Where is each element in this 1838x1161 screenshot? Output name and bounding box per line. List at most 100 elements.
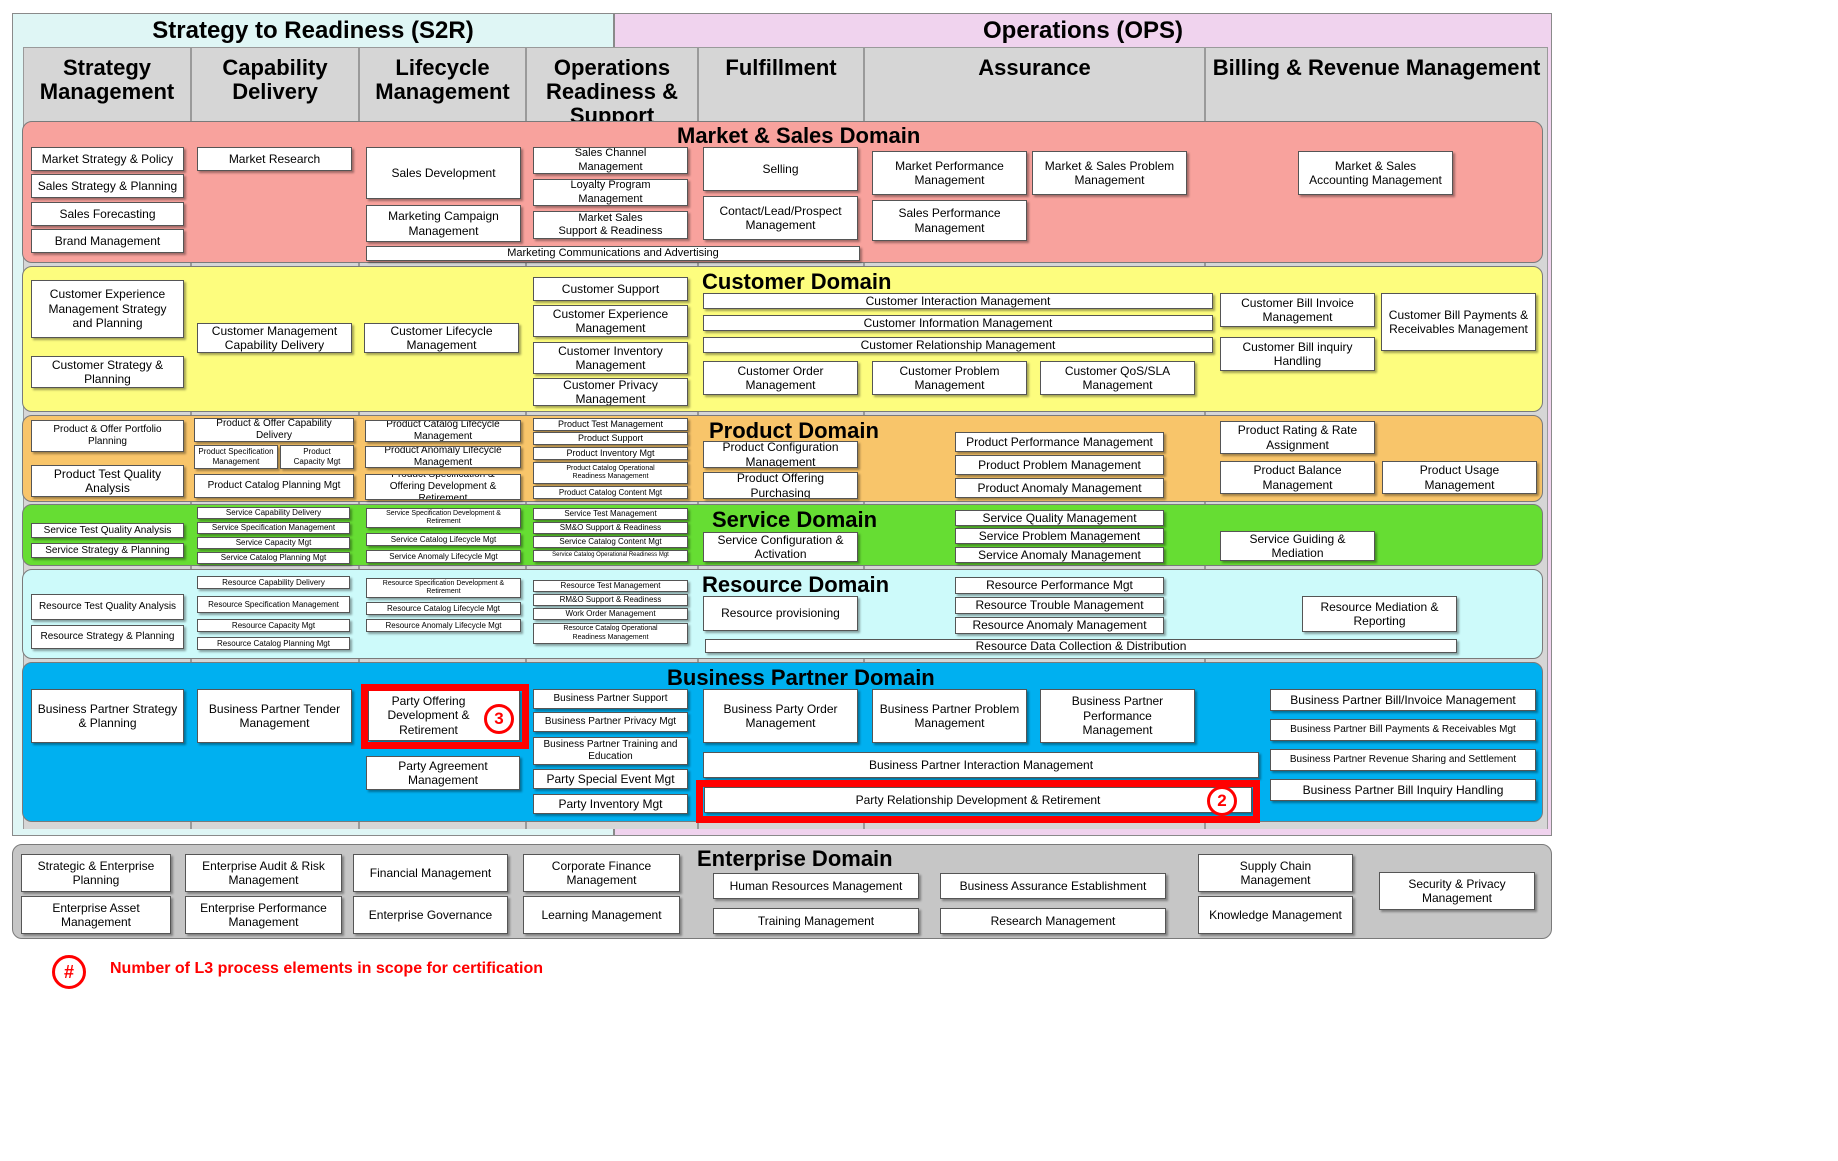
- product-offer-capability-delivery[interactable]: Product & Offer Capability Delivery: [194, 418, 354, 442]
- product-capacity-mgt[interactable]: Product Capacity Mgt: [280, 445, 354, 469]
- sales-forecasting[interactable]: Sales Forecasting: [31, 202, 184, 226]
- service-specification-development-retirement[interactable]: Service Specification Development & Reti…: [366, 508, 521, 528]
- business-partner-bill-inquiry-handling[interactable]: Business Partner Bill Inquiry Handling: [1270, 779, 1536, 801]
- customer-bill-inquiry-handling[interactable]: Customer Bill inquiry Handling: [1220, 337, 1375, 371]
- service-capacity-mgt[interactable]: Service Capacity Mgt: [197, 537, 350, 549]
- resource-performance-mgt[interactable]: Resource Performance Mgt: [955, 577, 1164, 594]
- resource-anomaly-management[interactable]: Resource Anomaly Management: [955, 617, 1164, 634]
- resource-test-management[interactable]: Resource Test Management: [533, 580, 688, 592]
- customer-support[interactable]: Customer Support: [533, 277, 688, 301]
- service-catalog-operational-readiness[interactable]: Service Catalog Operational Readiness Mg…: [533, 550, 688, 562]
- financial-management[interactable]: Financial Management: [353, 854, 508, 892]
- customer-interaction-management[interactable]: Customer Interaction Management: [703, 293, 1213, 309]
- sales-performance-management[interactable]: Sales Performance Management: [872, 200, 1027, 241]
- market-sales-accounting-management[interactable]: Market & Sales Accounting Management: [1298, 151, 1453, 195]
- product-offer-portfolio-planning[interactable]: Product & Offer Portfolio Planning: [31, 420, 184, 452]
- resource-catalog-operational-readiness[interactable]: Resource Catalog Operational Readiness M…: [533, 623, 688, 644]
- business-partner-support[interactable]: Business Partner Support: [533, 689, 688, 709]
- service-catalog-planning-mgt[interactable]: Service Catalog Planning Mgt: [197, 552, 350, 564]
- service-anomaly-lifecycle-mgt[interactable]: Service Anomaly Lifecycle Mgt: [366, 550, 521, 563]
- product-rating-rate-assignment[interactable]: Product Rating & Rate Assignment: [1220, 421, 1375, 454]
- marketing-communications-advertising[interactable]: Marketing Communications and Advertising: [366, 246, 860, 261]
- corporate-finance-management[interactable]: Corporate Finance Management: [523, 854, 680, 892]
- customer-information-management[interactable]: Customer Information Management: [703, 315, 1213, 331]
- party-inventory-mgt[interactable]: Party Inventory Mgt: [533, 794, 688, 814]
- service-guiding-mediation[interactable]: Service Guiding & Mediation: [1220, 531, 1375, 561]
- service-strategy-planning[interactable]: Service Strategy & Planning: [31, 543, 184, 558]
- product-problem-management[interactable]: Product Problem Management: [955, 455, 1164, 475]
- customer-privacy-management[interactable]: Customer Privacy Management: [533, 378, 688, 406]
- business-party-order-management[interactable]: Business Party Order Management: [703, 689, 858, 743]
- product-catalog-operational-readiness[interactable]: Product Catalog Operational Readiness Ma…: [533, 462, 688, 484]
- enterprise-governance[interactable]: Enterprise Governance: [353, 896, 508, 934]
- resource-specification-development-retirement[interactable]: Resource Specification Development & Ret…: [366, 578, 521, 598]
- resource-catalog-planning-mgt[interactable]: Resource Catalog Planning Mgt: [197, 637, 350, 650]
- resource-specification-management[interactable]: Resource Specification Management: [197, 596, 350, 613]
- service-anomaly-management[interactable]: Service Anomaly Management: [955, 547, 1164, 563]
- customer-management-capability-delivery[interactable]: Customer Management Capability Delivery: [197, 323, 352, 353]
- business-partner-tender-management[interactable]: Business Partner Tender Management: [197, 689, 352, 743]
- product-usage-management[interactable]: Product Usage Management: [1382, 461, 1537, 494]
- customer-relationship-management[interactable]: Customer Relationship Management: [703, 337, 1213, 353]
- brand-management[interactable]: Brand Management: [31, 229, 184, 253]
- knowledge-management[interactable]: Knowledge Management: [1198, 896, 1353, 934]
- product-test-management[interactable]: Product Test Management: [533, 418, 688, 431]
- enterprise-asset-management[interactable]: Enterprise Asset Management: [21, 896, 171, 934]
- product-inventory-mgt[interactable]: Product Inventory Mgt: [533, 447, 688, 460]
- business-partner-privacy-mgt[interactable]: Business Partner Privacy Mgt: [533, 712, 688, 732]
- research-management[interactable]: Research Management: [940, 908, 1166, 934]
- product-balance-management[interactable]: Product Balance Management: [1220, 461, 1375, 494]
- sales-development[interactable]: Sales Development: [366, 147, 521, 199]
- service-problem-management[interactable]: Service Problem Management: [955, 528, 1164, 544]
- customer-bill-invoice-management[interactable]: Customer Bill Invoice Management: [1220, 293, 1375, 327]
- product-catalog-lifecycle-management[interactable]: Product Catalog Lifecycle Management: [365, 420, 521, 442]
- business-partner-problem-management[interactable]: Business Partner Problem Management: [872, 689, 1027, 743]
- party-special-event-mgt[interactable]: Party Special Event Mgt: [533, 769, 688, 789]
- product-support[interactable]: Product Support: [533, 432, 688, 445]
- customer-order-management[interactable]: Customer Order Management: [703, 361, 858, 395]
- product-specification-offering-development[interactable]: Product Specification & Offering Develop…: [365, 474, 521, 500]
- resource-mediation-reporting[interactable]: Resource Mediation & Reporting: [1302, 596, 1457, 632]
- product-anomaly-lifecycle-management[interactable]: Product Anomaly Lifecycle Management: [365, 446, 521, 468]
- product-offering-purchasing[interactable]: Product Offering Purchasing: [703, 472, 858, 499]
- strategic-enterprise-planning[interactable]: Strategic & Enterprise Planning: [21, 854, 171, 892]
- rmo-support-readiness[interactable]: RM&O Support & Readiness: [533, 594, 688, 606]
- resource-capacity-mgt[interactable]: Resource Capacity Mgt: [197, 619, 350, 632]
- business-assurance-establishment[interactable]: Business Assurance Establishment: [940, 873, 1166, 899]
- business-partner-strategy-planning[interactable]: Business Partner Strategy & Planning: [31, 689, 184, 743]
- enterprise-performance-management[interactable]: Enterprise Performance Management: [185, 896, 342, 934]
- customer-inventory-management[interactable]: Customer Inventory Management: [533, 342, 688, 374]
- product-configuration-management[interactable]: Product Configuration Management: [703, 441, 858, 468]
- learning-management[interactable]: Learning Management: [523, 896, 680, 934]
- market-performance-management[interactable]: Market Performance Management: [872, 151, 1027, 195]
- human-resources-management[interactable]: Human Resources Management: [713, 873, 919, 899]
- resource-provisioning[interactable]: Resource provisioning: [703, 596, 858, 631]
- training-management[interactable]: Training Management: [713, 908, 919, 934]
- enterprise-audit-risk-management[interactable]: Enterprise Audit & Risk Management: [185, 854, 342, 892]
- customer-problem-management[interactable]: Customer Problem Management: [872, 361, 1027, 395]
- selling[interactable]: Selling: [703, 147, 858, 191]
- business-partner-performance-management[interactable]: Business Partner Performance Management: [1040, 689, 1195, 743]
- product-test-quality-analysis[interactable]: Product Test Quality Analysis: [31, 465, 184, 497]
- resource-data-collection-distribution[interactable]: Resource Data Collection & Distribution: [705, 639, 1457, 653]
- customer-experience-management[interactable]: Customer Experience Management: [533, 305, 688, 337]
- supply-chain-management[interactable]: Supply Chain Management: [1198, 854, 1353, 892]
- customer-bill-payments-receivables[interactable]: Customer Bill Payments & Receivables Man…: [1381, 293, 1536, 351]
- customer-qos-sla-management[interactable]: Customer QoS/SLA Management: [1040, 361, 1195, 395]
- contact-lead-prospect-management[interactable]: Contact/Lead/Prospect Management: [703, 196, 858, 240]
- work-order-management[interactable]: Work Order Management: [533, 608, 688, 620]
- market-sales-problem-management[interactable]: Market & Sales Problem Management: [1032, 151, 1187, 195]
- business-partner-revenue-sharing-settlement[interactable]: Business Partner Revenue Sharing and Set…: [1270, 749, 1536, 771]
- business-partner-training-education[interactable]: Business Partner Training and Education: [533, 737, 688, 765]
- service-specification-management[interactable]: Service Specification Management: [197, 522, 350, 534]
- smo-support-readiness[interactable]: SM&O Support & Readiness: [533, 522, 688, 534]
- product-performance-management[interactable]: Product Performance Management: [955, 432, 1164, 452]
- marketing-campaign-management[interactable]: Marketing Campaign Management: [366, 205, 521, 242]
- customer-experience-strategy-planning[interactable]: Customer Experience Management Strategy …: [31, 280, 184, 338]
- service-catalog-content-mgt[interactable]: Service Catalog Content Mgt: [533, 536, 688, 548]
- party-agreement-management[interactable]: Party Agreement Management: [366, 756, 520, 790]
- resource-capability-delivery[interactable]: Resource Capability Delivery: [197, 576, 350, 589]
- sales-channel-management[interactable]: Sales Channel Management: [533, 147, 688, 174]
- market-strategy-policy[interactable]: Market Strategy & Policy: [31, 147, 184, 171]
- product-catalog-content-mgt[interactable]: Product Catalog Content Mgt: [533, 486, 688, 499]
